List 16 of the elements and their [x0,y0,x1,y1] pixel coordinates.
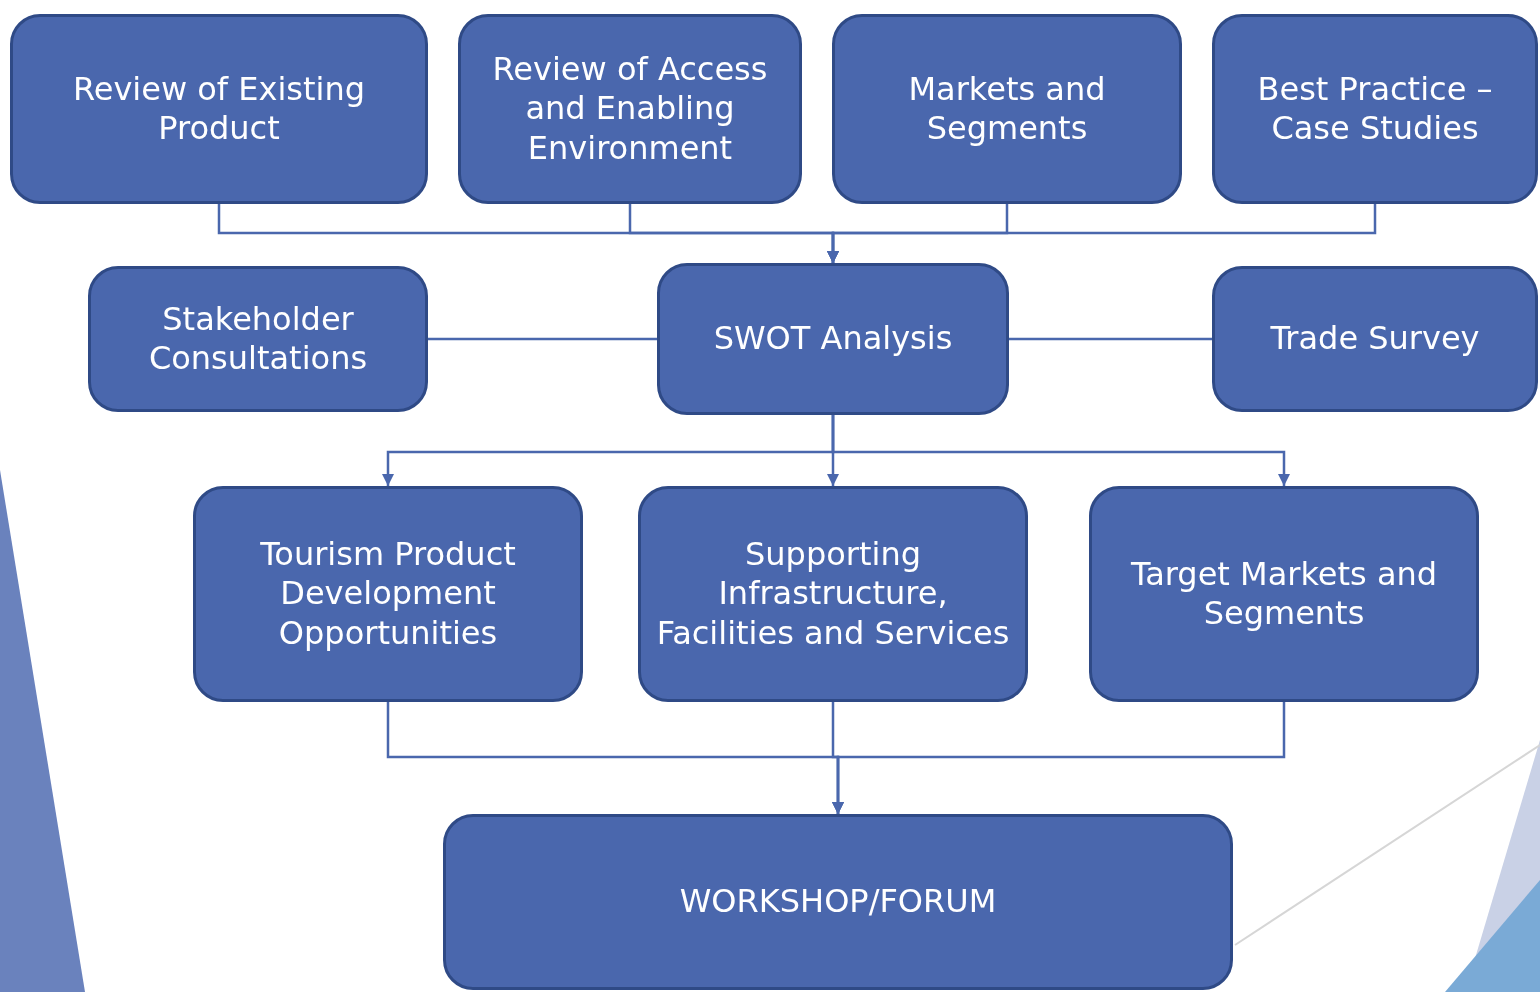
process-box: Stakeholder Consultations [88,266,428,412]
arrow [831,415,1291,486]
process-box: WORKSHOP/FORUM [443,814,1233,990]
process-box: Trade Survey [1212,266,1538,412]
arrow [826,204,1377,263]
process-box: Supporting Infrastructure, Facilities and Services [638,486,1028,702]
connector-line [1009,337,1212,341]
process-box: Markets and Segments [832,14,1182,204]
process-box: Review of Existing Product [10,14,428,204]
process-box: Best Practice – Case Studies [1212,14,1538,204]
connector-line [428,337,657,341]
process-box: Tourism Product Development Opportunities [193,486,583,702]
process-box: Review of Access and Enabling Environment [458,14,802,204]
process-box: SWOT Analysis [657,263,1009,415]
arrow [831,702,1286,814]
process-box: Target Markets and Segments [1089,486,1479,702]
